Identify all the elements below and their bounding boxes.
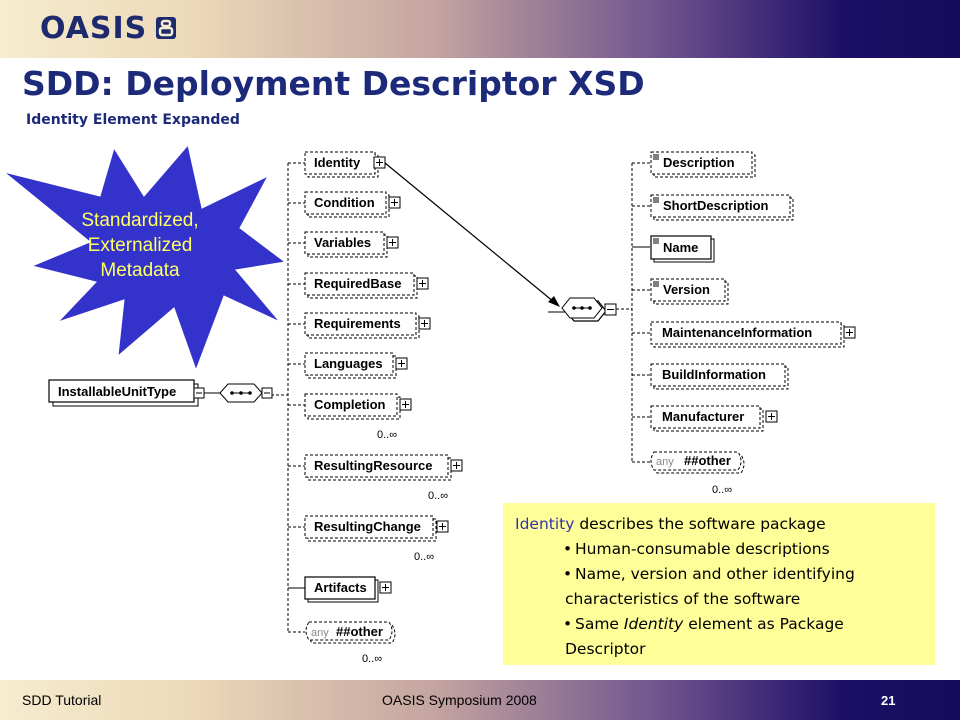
xsd-diagram: InstallableUnitType Identity Condition V… [3, 143, 856, 665]
root-node-label: InstallableUnitType [58, 384, 176, 399]
element-any-other-left[interactable]: any ##other 0..∞ [305, 621, 396, 665]
svg-text:MaintenanceInformation: MaintenanceInformation [662, 325, 812, 340]
footer-center-text: OASIS Symposium 2008 [382, 692, 537, 708]
element-maintenanceinformation[interactable]: MaintenanceInformation [650, 321, 856, 348]
svg-text:any: any [311, 627, 329, 639]
element-completion[interactable]: Completion 0..∞ [304, 393, 412, 441]
note-bullet-3: Same Identity element as Package [563, 612, 925, 637]
element-requiredbase[interactable]: RequiredBase [304, 272, 429, 299]
element-buildinformation[interactable]: BuildInformation [650, 363, 789, 390]
cardinality-resultingchange: 0..∞ [414, 551, 434, 563]
element-condition[interactable]: Condition [304, 191, 401, 218]
element-any-other-right[interactable]: any ##other 0..∞ [650, 451, 745, 496]
svg-text:ShortDescription: ShortDescription [663, 198, 769, 213]
page-number: 21 [881, 693, 896, 708]
svg-text:RequiredBase: RequiredBase [314, 276, 401, 291]
svg-text:##other: ##other [684, 453, 731, 468]
callout-line-2: Externalized [87, 235, 193, 256]
svg-text:Manufacturer: Manufacturer [662, 409, 744, 424]
note-bullet-3-em: Identity [623, 615, 684, 633]
element-variables[interactable]: Variables [304, 231, 399, 258]
element-manufacturer[interactable]: Manufacturer [650, 405, 778, 432]
note-bullet-2-cont: characteristics of the software [565, 590, 801, 608]
svg-text:Condition: Condition [314, 195, 375, 210]
element-resultingchange[interactable]: ResultingChange 0..∞ [304, 515, 449, 563]
sequence-compositor-left[interactable] [219, 383, 273, 403]
element-requirements[interactable]: Requirements [304, 312, 431, 339]
element-languages[interactable]: Languages [304, 352, 408, 379]
oasis-logo: OASIS [40, 8, 177, 48]
svg-text:Name: Name [663, 240, 698, 255]
root-node[interactable]: InstallableUnitType [48, 379, 205, 407]
note-lead: Identity describes the software package [515, 512, 925, 537]
element-artifacts[interactable]: Artifacts [304, 576, 392, 603]
note-bullet-2-line-1: Name, version and other identifying [575, 565, 855, 583]
svg-text:Languages: Languages [314, 356, 383, 371]
page-subtitle: Identity Element Expanded [26, 112, 240, 128]
element-identity[interactable]: Identity [304, 151, 386, 178]
svg-text:Description: Description [663, 155, 735, 170]
logo-text: OASIS [40, 10, 148, 46]
callout-line-1: Standardized, [81, 210, 199, 231]
note-lead-term: Identity [515, 515, 575, 533]
sequence-compositor-right[interactable] [561, 297, 617, 322]
svg-text:ResultingChange: ResultingChange [314, 519, 421, 534]
cardinality-any-right: 0..∞ [712, 484, 732, 496]
note-lead-rest: describes the software package [574, 515, 826, 533]
svg-text:BuildInformation: BuildInformation [662, 367, 766, 382]
oasis-logo-icon [156, 17, 177, 39]
page-title: SDD: Deployment Descriptor XSD [22, 64, 645, 103]
svg-text:Variables: Variables [314, 235, 371, 250]
cardinality-any-left: 0..∞ [362, 653, 382, 665]
starburst-callout: Standardized, Externalized Metadata [40, 208, 240, 283]
svg-text:Artifacts: Artifacts [314, 580, 367, 595]
note-bullet-2: Name, version and other identifying [563, 562, 925, 587]
element-shortdescription[interactable]: ShortDescription [650, 194, 794, 221]
cardinality-completion: 0..∞ [377, 429, 397, 441]
element-resultingresource[interactable]: ResultingResource 0..∞ [304, 454, 463, 502]
element-version[interactable]: Version [650, 278, 729, 305]
note-bullets: Human-consumable descriptions Name, vers… [515, 537, 925, 587]
footer-left-text: SDD Tutorial [22, 692, 102, 708]
cardinality-resultingresource: 0..∞ [428, 490, 448, 502]
svg-text:ResultingResource: ResultingResource [314, 458, 432, 473]
svg-text:##other: ##other [336, 624, 383, 639]
element-name[interactable]: Name [650, 235, 715, 263]
note-bullet-1: Human-consumable descriptions [563, 537, 925, 562]
identity-note: Identity describes the software package … [503, 503, 935, 665]
footer-bar: SDD Tutorial OASIS Symposium 2008 21 [0, 680, 960, 720]
element-description[interactable]: Description [650, 151, 756, 178]
starburst-shape [3, 143, 287, 372]
note-bullets-2: Same Identity element as Package [515, 612, 925, 637]
header-bar: OASIS [0, 0, 960, 58]
svg-text:Identity: Identity [314, 155, 361, 170]
svg-text:Requirements: Requirements [314, 316, 401, 331]
svg-text:Version: Version [663, 282, 710, 297]
callout-line-3: Metadata [100, 260, 180, 281]
note-bullet-3-cont: Descriptor [565, 640, 646, 658]
svg-text:Completion: Completion [314, 397, 386, 412]
svg-text:any: any [656, 456, 674, 468]
